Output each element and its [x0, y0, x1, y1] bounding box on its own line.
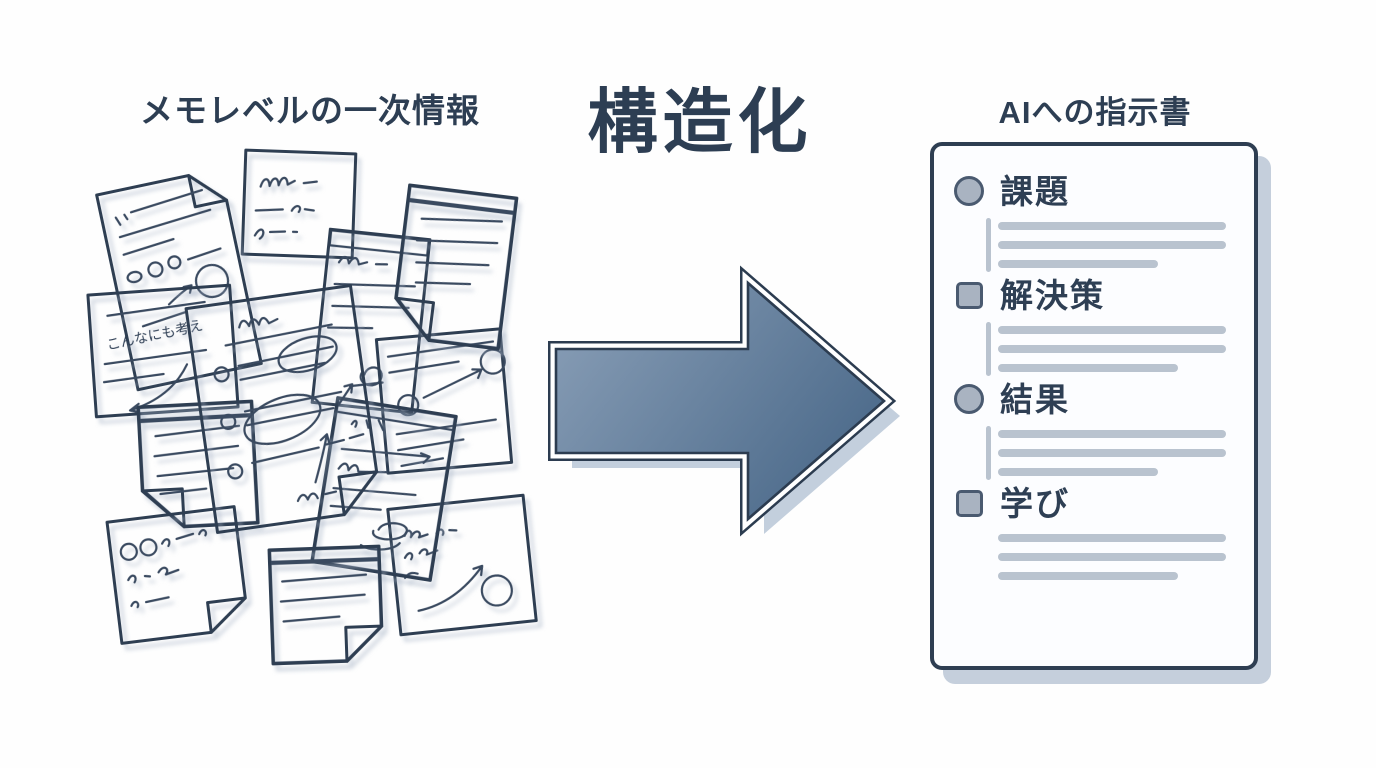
text-line-placeholder — [998, 449, 1226, 457]
center-title: 構造化 — [587, 83, 813, 161]
connector-line — [986, 426, 991, 480]
left-column-title: メモレベルの一次情報 — [140, 92, 480, 129]
transform-arrow-icon — [548, 265, 900, 537]
flow-sketch-icon — [386, 340, 506, 468]
text-line-placeholder — [998, 326, 1226, 334]
folded-corner-icon — [187, 174, 229, 209]
paper-note-center — [184, 284, 379, 534]
sticky-note-gray-top — [240, 148, 358, 260]
text-line-placeholder — [998, 572, 1178, 580]
folded-corner-icon — [337, 470, 379, 517]
sticky-note-green-bottom — [267, 544, 384, 666]
sticky-note-yellow-arrows — [310, 396, 458, 582]
right-column-title: AIへの指示書 — [998, 95, 1192, 130]
text-line-placeholder — [998, 468, 1158, 476]
circle-bullet-icon — [954, 176, 984, 206]
placeholder-text-lines — [998, 430, 1226, 476]
paper-note-top-left — [95, 174, 263, 392]
placeholder-text-lines — [998, 534, 1226, 580]
text-line-placeholder — [998, 222, 1226, 230]
square-bullet-icon — [955, 489, 983, 517]
placeholder-text-lines — [998, 326, 1226, 372]
folded-corner-icon — [394, 296, 435, 342]
circle-bullet-icon — [954, 384, 984, 414]
square-bullet-icon — [955, 281, 983, 309]
doc-section-learning: 学び — [954, 484, 1226, 588]
section-label: 解決策 — [1000, 276, 1105, 314]
curved-arrow-icon — [314, 433, 331, 484]
doc-section-result: 結果 — [954, 380, 1226, 484]
sticky-note-gray-bottom-right — [386, 493, 538, 637]
cursive-scribble-icon — [253, 176, 318, 240]
text-line-placeholder — [998, 553, 1226, 561]
doc-section-issue: 課題 — [954, 172, 1226, 276]
paper-note-circles-arrow — [374, 327, 514, 475]
section-label: 課題 — [1000, 172, 1070, 210]
annotated-sketch-icon — [213, 316, 365, 503]
connector-line — [986, 218, 991, 272]
connector-line — [986, 322, 991, 376]
sticky-note-green-top — [310, 227, 432, 415]
sticky-note-yellow-top-right — [394, 183, 519, 351]
text-line-placeholder — [998, 534, 1226, 542]
note-lines-icon — [279, 573, 368, 623]
structured-document-panel: 課題 解決策 結果 — [930, 142, 1258, 670]
text-line-placeholder — [998, 241, 1226, 249]
arrow-icon — [337, 383, 354, 406]
folded-corner-icon — [206, 596, 247, 634]
text-line-placeholder — [998, 345, 1226, 353]
section-label: 学び — [1000, 484, 1070, 522]
doc-section-solution: 解決策 — [954, 276, 1226, 380]
text-line-placeholder — [998, 364, 1178, 372]
text-line-placeholder — [998, 260, 1158, 268]
placeholder-text-lines — [998, 222, 1226, 268]
sticky-note-yellow-mid-left — [136, 399, 260, 529]
cursive-arrow-icon — [403, 528, 513, 612]
note-lines-icon — [414, 217, 504, 286]
folded-corner-icon — [344, 624, 384, 663]
text-line-placeholder — [998, 430, 1226, 438]
folded-corner-icon — [140, 487, 186, 529]
section-label: 結果 — [1000, 380, 1070, 418]
scribble-lines-icon — [119, 529, 208, 609]
